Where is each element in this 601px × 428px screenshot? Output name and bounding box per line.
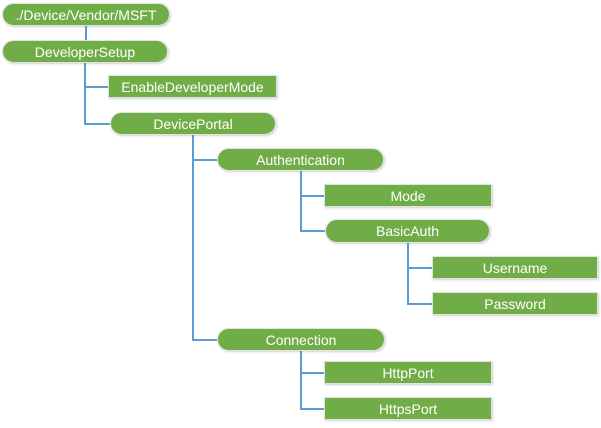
node-device-portal: DevicePortal — [110, 112, 276, 135]
node-label-developer-setup: DeveloperSetup — [34, 43, 136, 60]
node-label-password: Password — [484, 295, 546, 312]
node-basic-auth: BasicAuth — [325, 219, 490, 243]
node-http-port: HttpPort — [324, 361, 492, 384]
node-username: Username — [432, 256, 598, 279]
connector-line — [301, 371, 324, 374]
node-label-username: Username — [482, 259, 548, 276]
node-label-mode: Mode — [390, 187, 426, 204]
node-authentication: Authentication — [217, 148, 384, 171]
node-label-device-portal: DevicePortal — [153, 115, 233, 132]
node-root: ./Device/Vendor/MSFT — [2, 3, 170, 26]
connector-line — [193, 158, 217, 161]
node-label-https-port: HttpsPort — [378, 400, 438, 417]
node-https-port: HttpsPort — [324, 397, 492, 420]
connector-line — [407, 266, 432, 269]
connector-line — [300, 230, 325, 232]
connector-line — [85, 122, 110, 125]
connector-line — [406, 243, 409, 305]
connector-line — [85, 26, 87, 40]
connector-line — [301, 407, 324, 410]
connector-line — [300, 194, 324, 197]
node-connection: Connection — [217, 328, 385, 351]
connector-line — [407, 302, 432, 305]
node-mode: Mode — [324, 184, 492, 207]
node-developer-setup: DeveloperSetup — [2, 40, 168, 63]
connector-line — [192, 135, 194, 341]
node-label-enable-developer-mode: EnableDeveloperMode — [121, 78, 264, 95]
connector-line — [193, 338, 217, 341]
node-label-basic-auth: BasicAuth — [375, 223, 440, 239]
connector-line — [85, 85, 108, 88]
connector-line — [300, 351, 302, 410]
node-label-http-port: HttpPort — [382, 364, 434, 381]
node-label-root: ./Device/Vendor/MSFT — [15, 6, 157, 23]
node-enable-developer-mode: EnableDeveloperMode — [108, 75, 277, 98]
node-label-authentication: Authentication — [256, 151, 345, 168]
node-label-connection: Connection — [265, 331, 337, 348]
connector-line — [299, 171, 302, 232]
node-password: Password — [432, 292, 598, 315]
connector-line — [84, 63, 86, 125]
